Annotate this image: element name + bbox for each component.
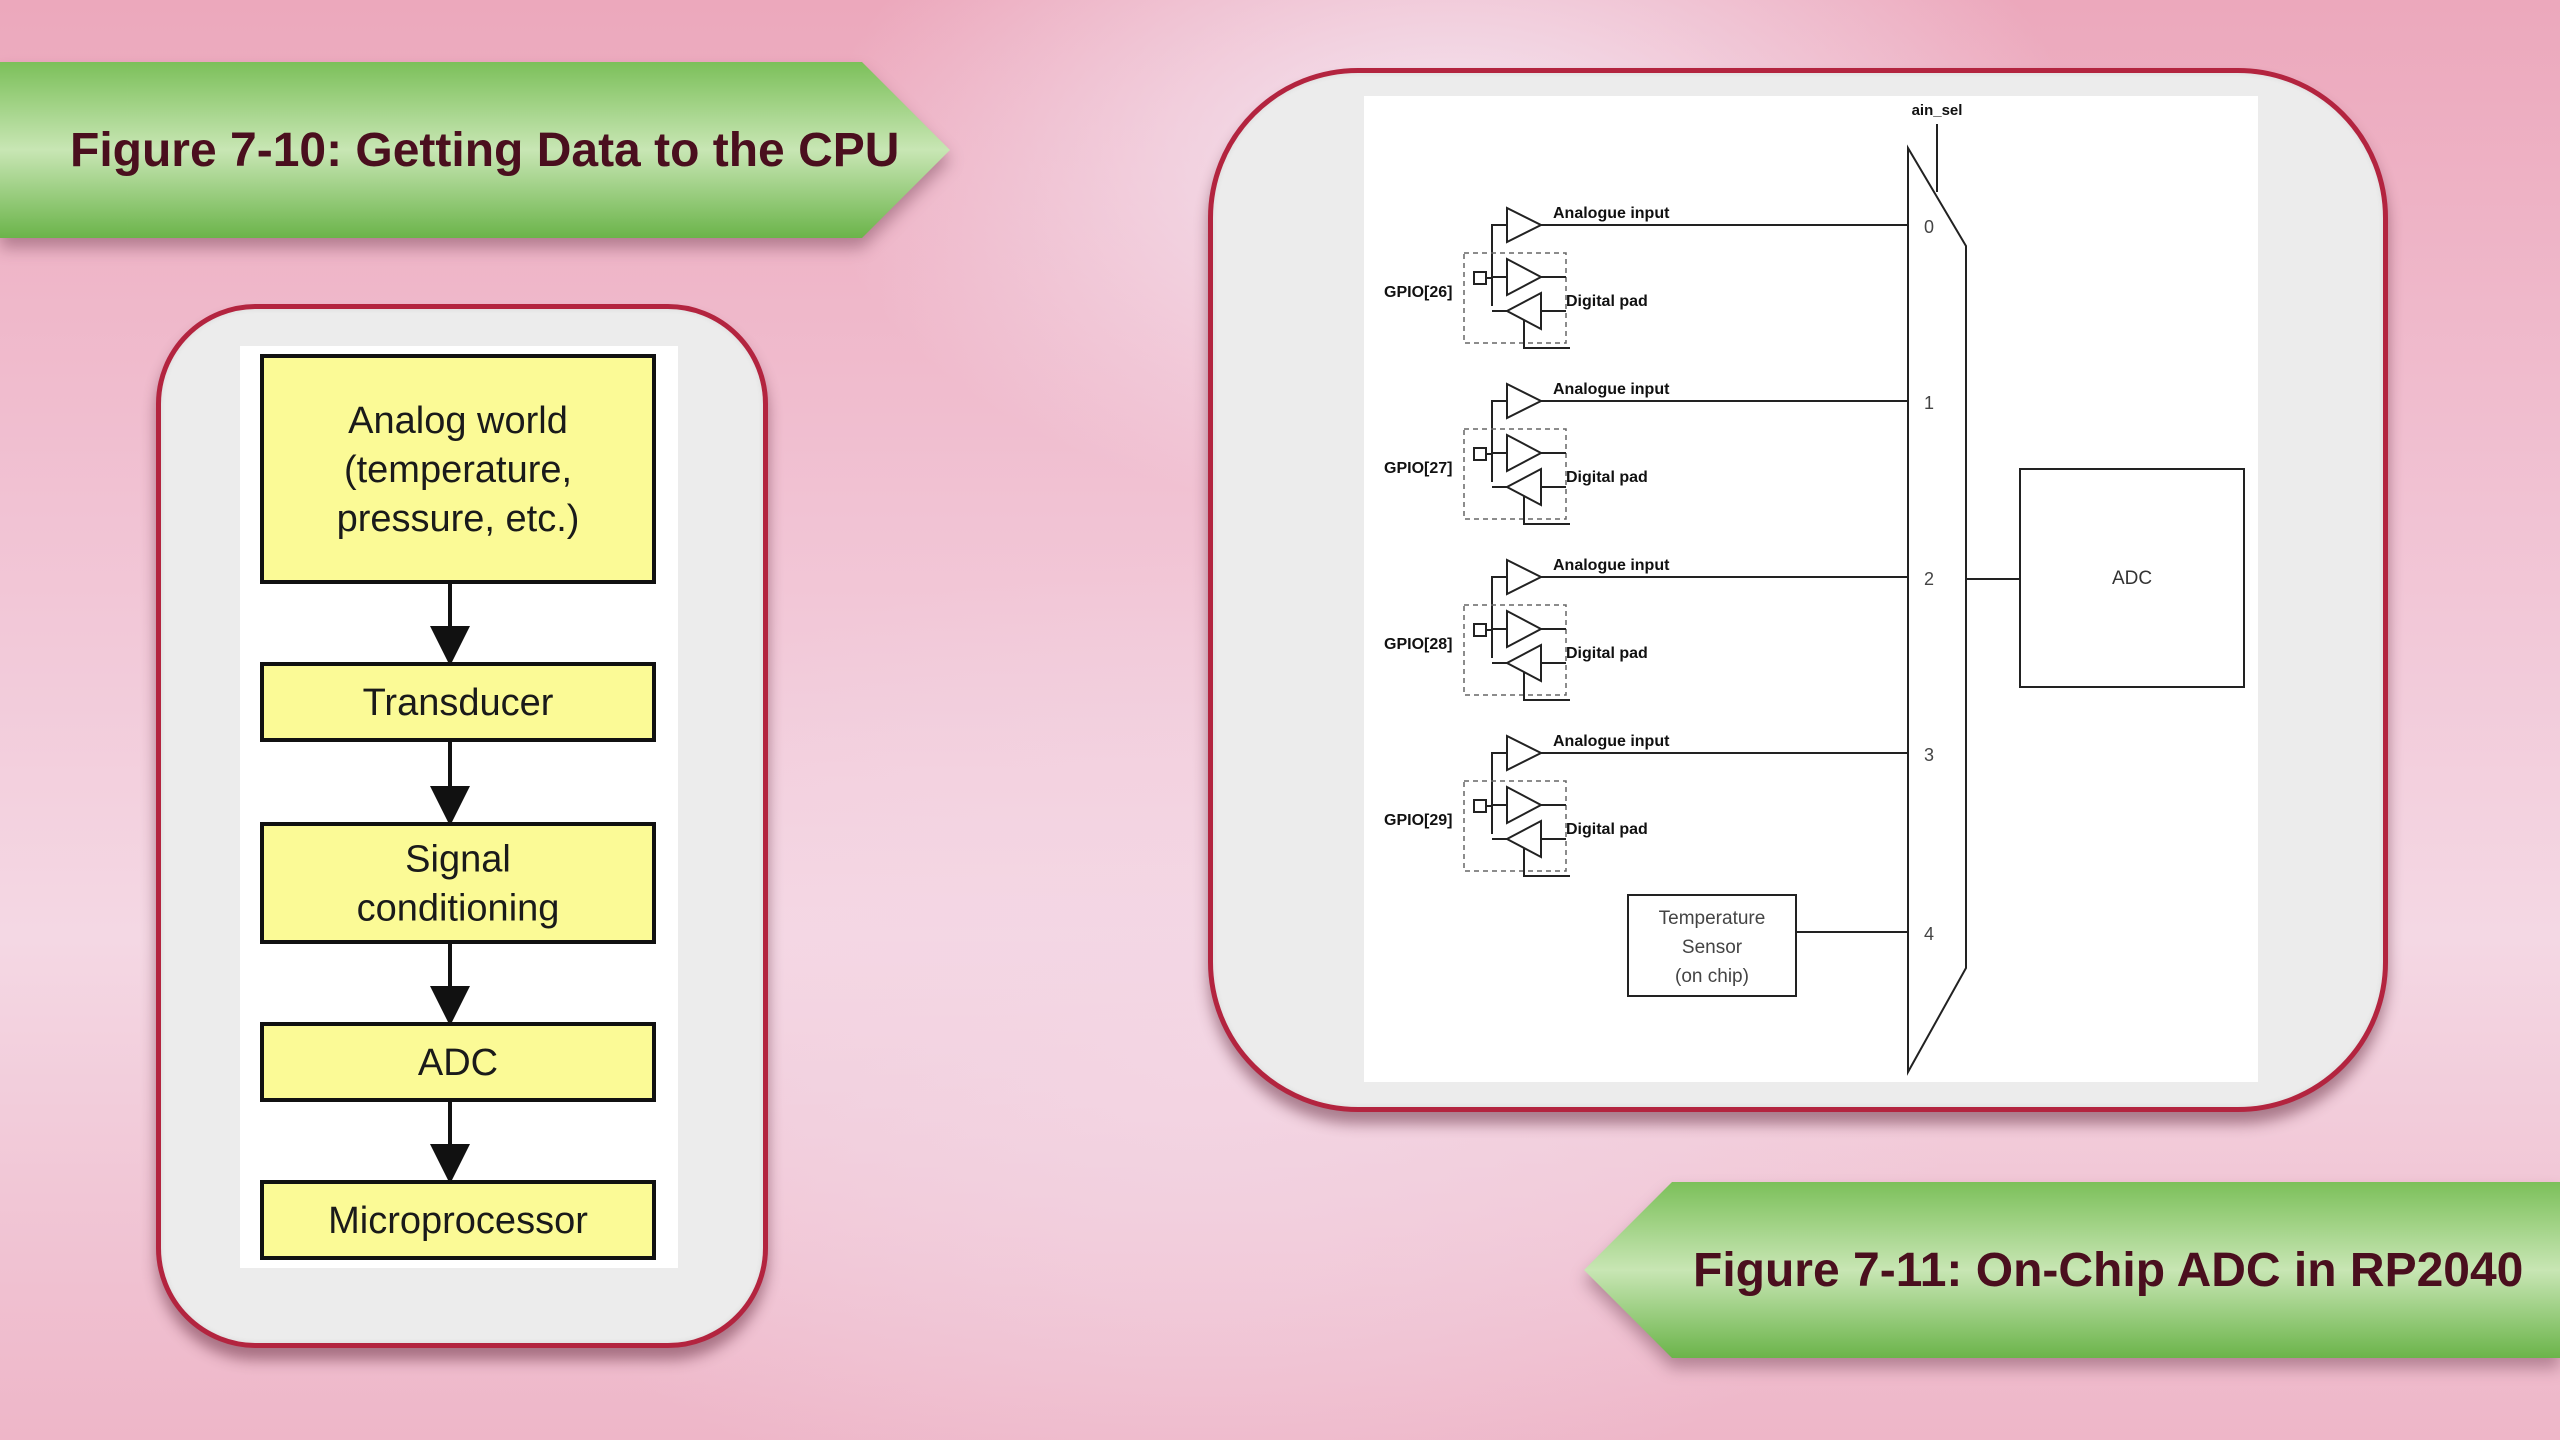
multiplexer [1907, 144, 1967, 1076]
adc-block-label: ADC [2112, 568, 2152, 589]
flowchart-box-text: pressure, etc.) [337, 498, 580, 540]
pad-square-icon [1473, 623, 1487, 637]
output-enable-line [1523, 496, 1570, 525]
pad-square-icon [1473, 271, 1487, 285]
banner-arrow-shape [1584, 1182, 2560, 1358]
figure-7-10-banner: Figure 7-10: Getting Data to the CPU [0, 62, 950, 238]
flowchart-box-text: Signal [405, 839, 511, 881]
flowchart-box [260, 1022, 656, 1102]
output-enable-line [1523, 848, 1570, 877]
digital-pad-box [1463, 252, 1567, 344]
digital-pad-label: Digital pad [1566, 645, 1648, 662]
flowchart-box-text: Microprocessor [328, 1200, 588, 1242]
gpio-pin-label: GPIO[29] [1384, 812, 1452, 829]
mux-input-label: 0 [1924, 217, 1934, 237]
temperature-sensor-label: Temperature [1659, 908, 1766, 929]
digital-pad-box [1463, 604, 1567, 696]
adc-block [2019, 468, 2245, 688]
mux-input-label: 1 [1924, 393, 1934, 413]
digital-pad-label: Digital pad [1566, 821, 1648, 838]
flowchart-box [260, 822, 656, 944]
pad-square-icon [1473, 799, 1487, 813]
output-enable-line [1523, 320, 1570, 349]
output-enable-line [1523, 672, 1570, 701]
temperature-sensor-block [1627, 894, 1797, 997]
temperature-sensor-label: (on chip) [1675, 966, 1749, 987]
analogue-input-label: Analogue input [1553, 205, 1670, 222]
ain-sel-label: ain_sel [1912, 102, 1963, 119]
analogue-input-label: Analogue input [1553, 733, 1670, 750]
flowchart-box-text: Transducer [363, 682, 554, 724]
digital-pad-box [1463, 780, 1567, 872]
flowchart-box [260, 354, 656, 584]
gpio-pin-label: GPIO[28] [1384, 636, 1452, 653]
flowchart-box-text: (temperature, [344, 449, 572, 491]
flowchart: Analog world (temperature, pressure, etc.)… [240, 346, 678, 1268]
figure-7-10-title: Figure 7-10: Getting Data to the CPU [70, 123, 900, 177]
mux-input-label: 2 [1924, 569, 1934, 589]
figure-7-11-banner: Figure 7-11: On-Chip ADC in RP2040 [1584, 1182, 2560, 1358]
flowchart-box-text: conditioning [357, 888, 560, 930]
mux-input-label: 3 [1924, 745, 1934, 765]
mux-input-label: 4 [1924, 924, 1934, 944]
gpio-pin-label: GPIO[27] [1384, 460, 1452, 477]
gpio-pin-label: GPIO[26] [1384, 284, 1452, 301]
flowchart-box-text: ADC [418, 1042, 498, 1084]
figure-7-11-title: Figure 7-11: On-Chip ADC in RP2040 [1693, 1243, 2524, 1297]
flowchart-box-text: Analog world [348, 400, 568, 442]
digital-pad-box [1463, 428, 1567, 520]
diagram-background [1364, 96, 2258, 1082]
digital-pad-label: Digital pad [1566, 293, 1648, 310]
temperature-sensor-label: Sensor [1682, 937, 1743, 958]
analogue-input-label: Analogue input [1553, 381, 1670, 398]
banner-arrow-shape [0, 62, 950, 238]
flowchart-box [260, 662, 656, 742]
pad-square-icon [1473, 447, 1487, 461]
flowchart-box [260, 1180, 656, 1260]
digital-pad-label: Digital pad [1566, 469, 1648, 486]
analogue-input-label: Analogue input [1553, 557, 1670, 574]
